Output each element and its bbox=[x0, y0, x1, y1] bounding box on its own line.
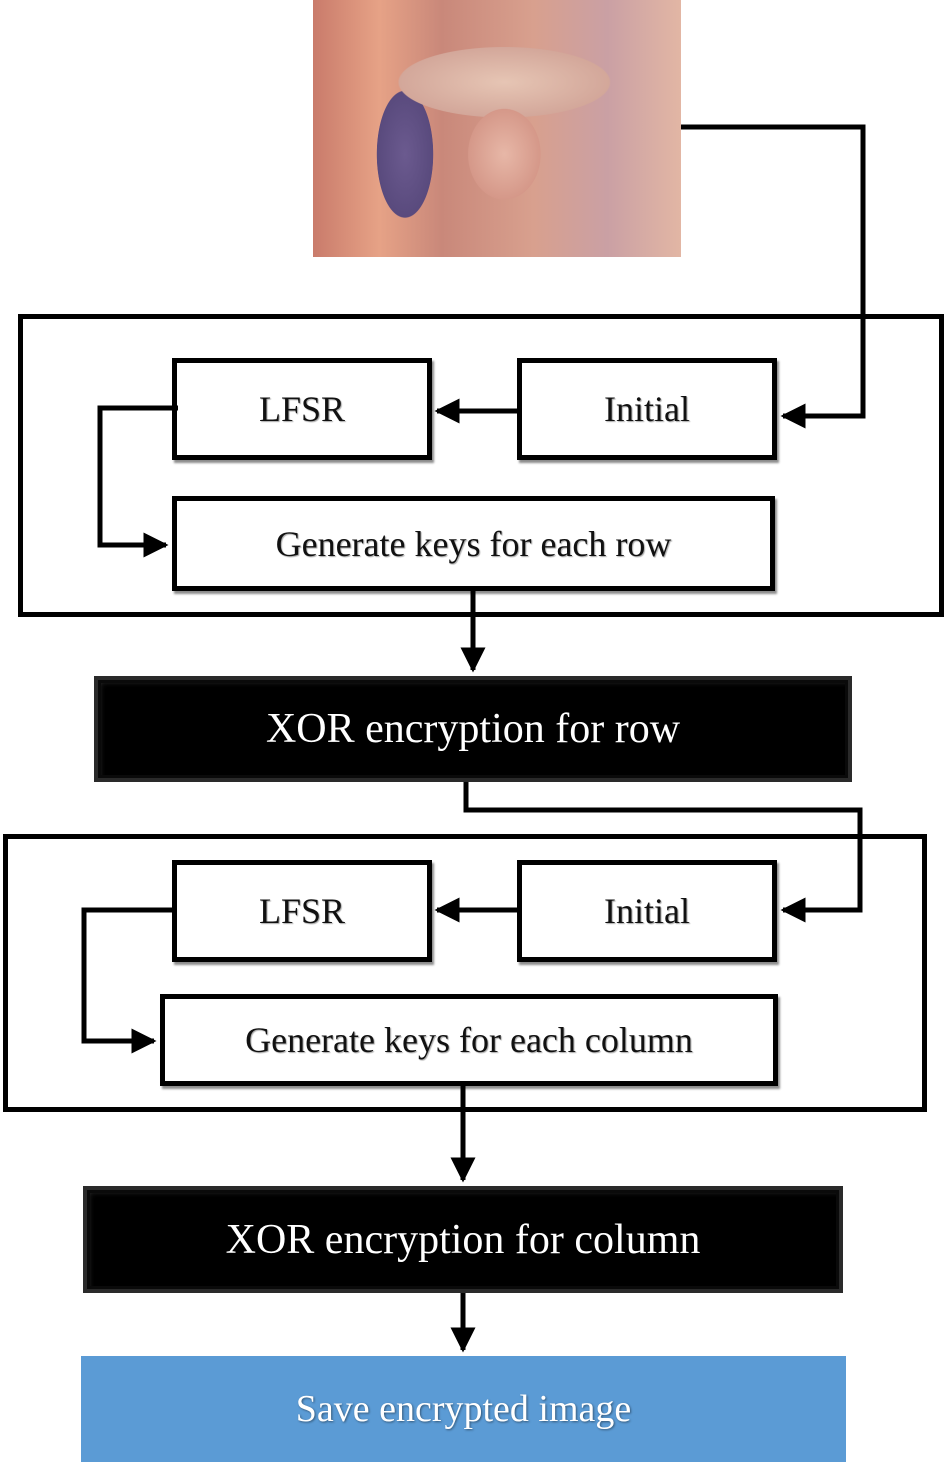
save-encrypted-image-box: Save encrypted image bbox=[81, 1356, 846, 1462]
arrow-lfsr-to-generate-row bbox=[97, 405, 178, 558]
generate-keys-column-label: Generate keys for each column bbox=[245, 1020, 693, 1060]
arrow-lfsr-to-generate-column bbox=[81, 907, 172, 1054]
lfsr-label-row: LFSR bbox=[258, 389, 346, 429]
save-encrypted-image-label: Save encrypted image bbox=[295, 1388, 632, 1430]
generate-keys-column-box: Generate keys for each column bbox=[160, 994, 778, 1086]
xor-encryption-column-box: XOR encryption for column bbox=[83, 1186, 843, 1293]
initial-label-row: Initial bbox=[604, 389, 690, 429]
initial-box-row: Initial bbox=[517, 358, 777, 460]
arrow-xor-row-to-initial-column bbox=[463, 782, 863, 923]
arrow-image-to-initial-row bbox=[681, 124, 866, 429]
initial-box-column: Initial bbox=[517, 860, 777, 962]
xor-encryption-row-label: XOR encryption for row bbox=[265, 706, 681, 752]
lfsr-box-row: LFSR bbox=[172, 358, 432, 460]
input-image bbox=[313, 0, 681, 257]
xor-encryption-column-label: XOR encryption for column bbox=[225, 1216, 701, 1263]
xor-encryption-row-box: XOR encryption for row bbox=[94, 676, 852, 782]
row-key-stage-frame bbox=[18, 314, 944, 617]
lfsr-box-column: LFSR bbox=[172, 860, 432, 962]
generate-keys-row-label: Generate keys for each row bbox=[275, 523, 672, 564]
initial-label-column: Initial bbox=[604, 891, 690, 931]
lfsr-label-column: LFSR bbox=[258, 891, 346, 931]
generate-keys-row-box: Generate keys for each row bbox=[172, 496, 775, 591]
